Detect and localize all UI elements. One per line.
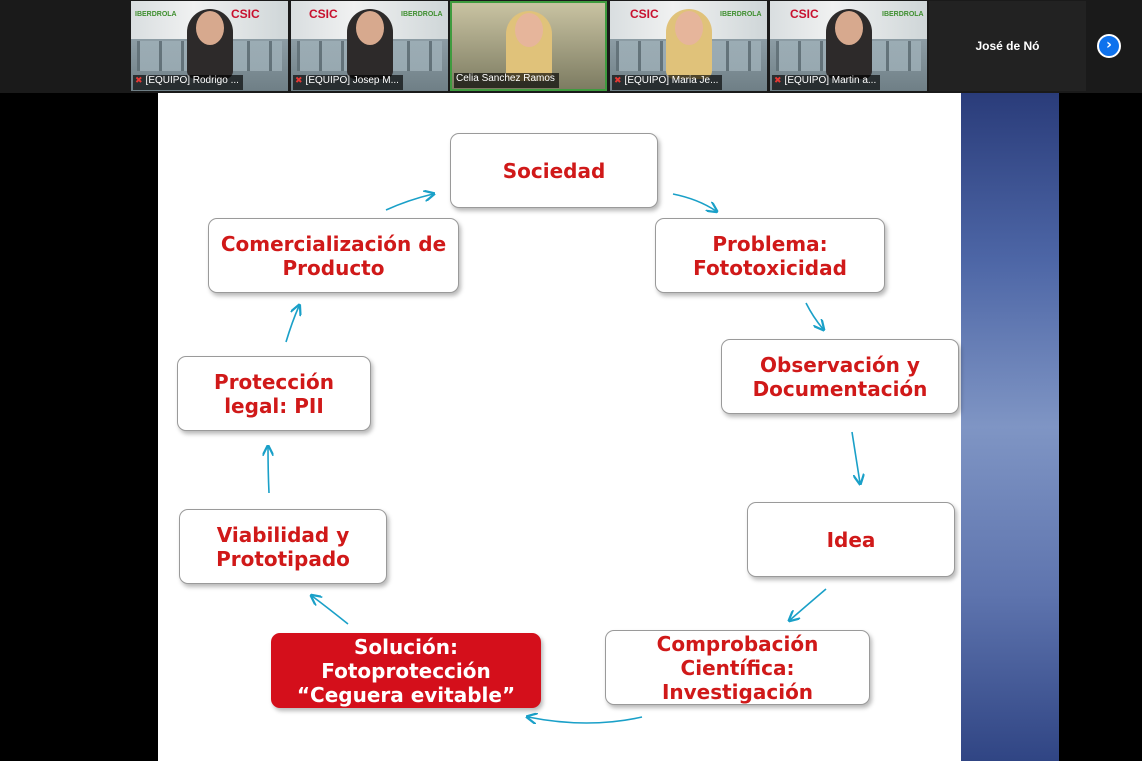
participant-video: [674, 11, 703, 45]
arrow: [285, 306, 299, 343]
cycle-arrows: [158, 93, 961, 761]
csic-logo: CSIC: [790, 7, 819, 21]
csic-logo: CSIC: [309, 7, 338, 21]
participant-name: ✖[EQUIPO] Maria Je...: [612, 75, 723, 90]
participant-name: Celia Sanchez Ramos: [454, 73, 559, 88]
participant-tile-no-video[interactable]: José de Nó: [929, 1, 1086, 91]
arrow: [790, 588, 827, 620]
participant-video: [355, 11, 384, 45]
step-problema: Problema: Fototoxicidad: [655, 218, 885, 293]
step-viabilidad: Viabilidad y Prototipado: [179, 509, 387, 584]
participant-tile[interactable]: IBERDROLA CSIC ✖[EQUIPO] Rodrigo ...: [131, 1, 288, 91]
participant-video: [834, 11, 863, 45]
muted-mic-icon: ✖: [614, 75, 622, 85]
shared-slide: Sociedad Problema: Fototoxicidad Observa…: [158, 93, 961, 761]
iberdrola-logo: IBERDROLA: [882, 11, 924, 18]
arrow: [672, 193, 716, 211]
muted-mic-icon: ✖: [774, 75, 782, 85]
iberdrola-logo: IBERDROLA: [720, 11, 762, 18]
participant-tile[interactable]: CSIC IBERDROLA ✖[EQUIPO] Maria Je...: [610, 1, 767, 91]
participant-name: José de Nó: [975, 39, 1040, 53]
next-page-button[interactable]: ›: [1097, 34, 1121, 58]
step-sociedad: Sociedad: [450, 133, 658, 208]
arrow: [805, 302, 823, 329]
iberdrola-logo: IBERDROLA: [135, 11, 177, 18]
muted-mic-icon: ✖: [135, 75, 143, 85]
csic-logo: CSIC: [630, 7, 659, 21]
participant-name: ✖[EQUIPO] Rodrigo ...: [133, 75, 243, 90]
participant-strip: IBERDROLA CSIC ✖[EQUIPO] Rodrigo ... CSI…: [0, 0, 1142, 93]
step-comercializacion: Comercialización de Producto: [208, 218, 459, 293]
csic-logo: CSIC: [231, 7, 260, 21]
participant-tile[interactable]: CSIC IBERDROLA ✖[EQUIPO] Martin a...: [770, 1, 927, 91]
screen-share-background: [961, 93, 1059, 761]
muted-mic-icon: ✖: [295, 75, 303, 85]
step-observacion: Observación y Documentación: [721, 339, 959, 414]
participant-video: [514, 13, 543, 47]
arrow: [268, 447, 269, 494]
participant-video: [195, 11, 224, 45]
arrow: [851, 431, 860, 483]
step-idea: Idea: [747, 502, 955, 577]
arrow: [385, 194, 433, 211]
chevron-right-icon: ›: [1106, 37, 1112, 53]
arrow: [312, 596, 349, 625]
step-comprobacion: Comprobación Científica: Investigación: [605, 630, 870, 705]
participant-tile[interactable]: CSIC IBERDROLA ✖[EQUIPO] Josep M...: [291, 1, 448, 91]
iberdrola-logo: IBERDROLA: [401, 11, 443, 18]
screen-share-margin: [1059, 93, 1142, 761]
participant-name: ✖[EQUIPO] Josep M...: [293, 75, 403, 90]
screen-share-margin: [0, 93, 158, 761]
participant-name: ✖[EQUIPO] Martin a...: [772, 75, 881, 90]
arrow: [528, 717, 643, 723]
step-proteccion: Protección legal: PII: [177, 356, 371, 431]
participant-tile-active-speaker[interactable]: Celia Sanchez Ramos: [450, 1, 607, 91]
step-solucion-highlighted: Solución: Fotoprotección “Ceguera evitab…: [271, 633, 541, 708]
